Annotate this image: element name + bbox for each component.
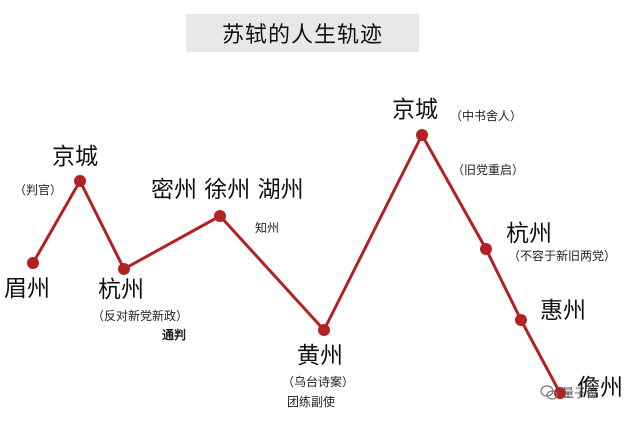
note-oppose-new-policy: （反对新党新政） bbox=[92, 309, 189, 323]
route-point bbox=[27, 257, 39, 269]
watermark-text: 量子位 bbox=[562, 386, 599, 400]
route-point bbox=[214, 210, 226, 222]
title-box: 苏轼的人生轨迹 bbox=[186, 14, 419, 52]
stop-mi-xu-hu: 密州 徐州 湖州 bbox=[151, 177, 304, 203]
page-title: 苏轼的人生轨迹 bbox=[221, 23, 383, 48]
note-zhongshu: （中书舍人） bbox=[450, 109, 523, 123]
note-neither-party: （不容于新旧两党） bbox=[508, 249, 617, 263]
stop-jingcheng-2: 京城 bbox=[392, 97, 438, 123]
role-zhizhou: 知州 bbox=[255, 221, 280, 235]
route-point bbox=[118, 263, 130, 275]
stop-hangzhou-1: 杭州 bbox=[98, 277, 144, 303]
stop-jingcheng-1: 京城 bbox=[52, 144, 98, 170]
role-tongpan: 通判 bbox=[162, 328, 187, 342]
route-point bbox=[480, 243, 492, 255]
note-wutai: （乌台诗案） bbox=[282, 375, 355, 389]
wechat-icon bbox=[540, 384, 558, 400]
route-point bbox=[318, 324, 330, 336]
route-point bbox=[515, 314, 527, 326]
watermark: 量子位 bbox=[540, 384, 598, 401]
route-point bbox=[74, 175, 86, 187]
note-old-party: （旧党重启） bbox=[452, 163, 525, 177]
stop-meizhou: 眉州 bbox=[4, 276, 50, 302]
route-point bbox=[416, 129, 428, 141]
stop-danzhou: 儋州 bbox=[577, 375, 623, 401]
note-panguan: （判官） bbox=[14, 183, 63, 197]
role-tuanlian: 团练副使 bbox=[287, 395, 336, 409]
stop-hangzhou-2: 杭州 bbox=[506, 221, 552, 247]
stop-huangzhou: 黄州 bbox=[297, 343, 343, 369]
stop-huizhou: 惠州 bbox=[540, 298, 586, 324]
